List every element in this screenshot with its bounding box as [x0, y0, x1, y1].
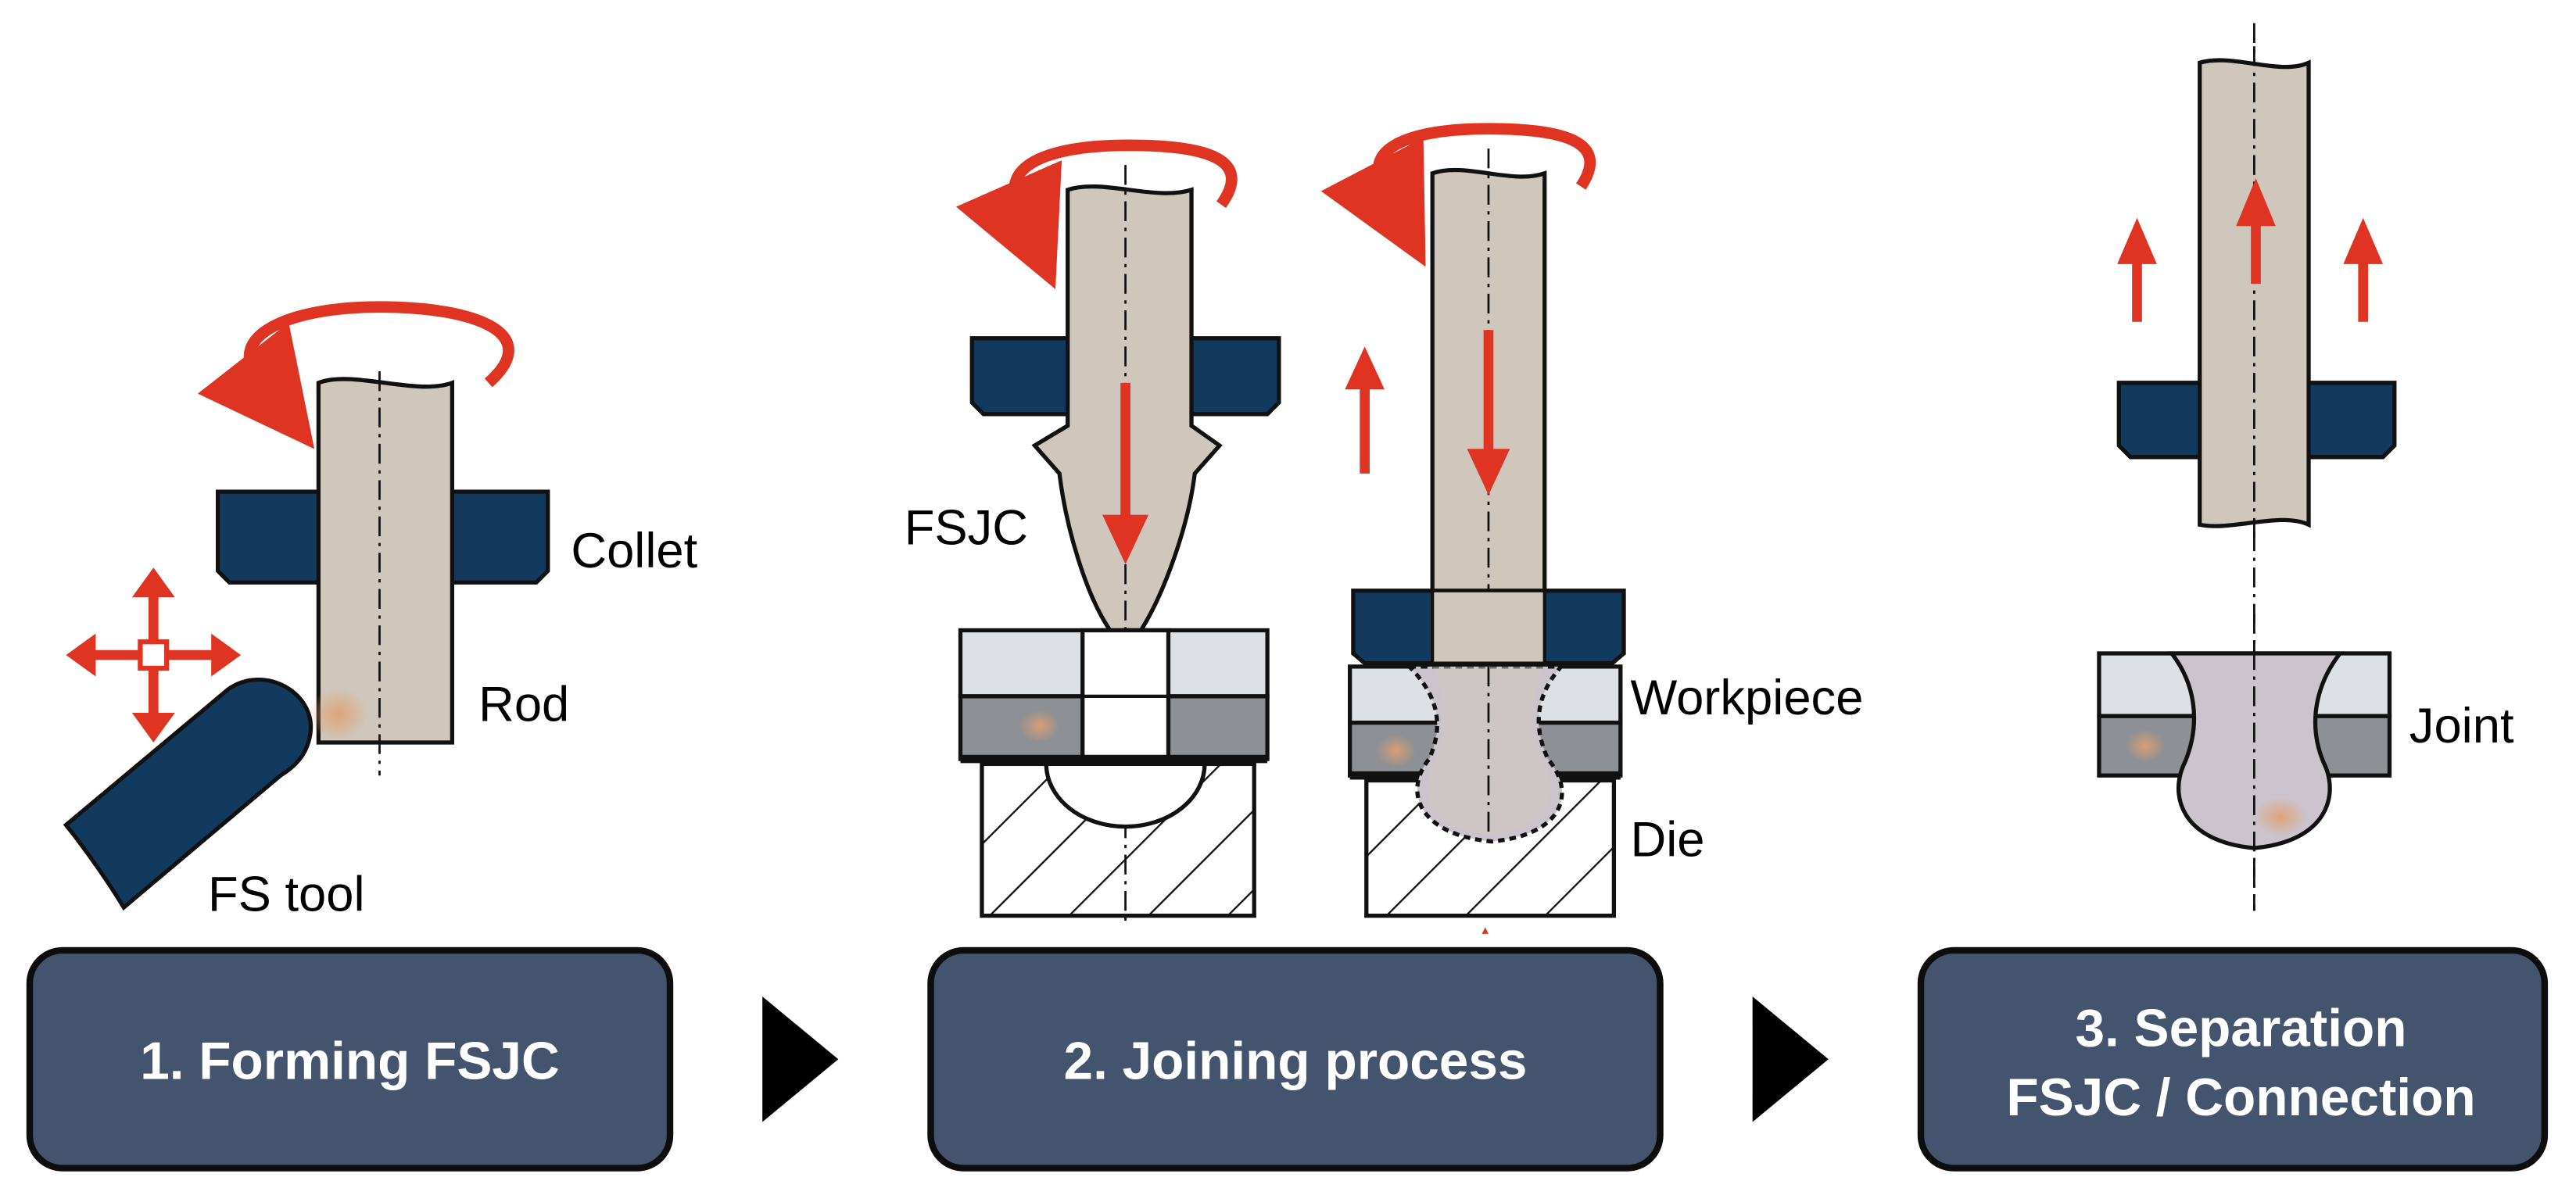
label-rod: Rod: [478, 678, 569, 732]
up-arrow-icon: [1345, 346, 1385, 474]
joint: [2097, 614, 2392, 911]
fs-tool: [63, 678, 313, 911]
label-die: Die: [1630, 813, 1704, 868]
label-fsjc: FSJC: [905, 501, 1028, 556]
step-box-1: 1. Forming FSJC: [26, 946, 674, 1172]
step-2-title: 2. Joining process: [1064, 1032, 1528, 1091]
rod: [308, 371, 455, 776]
move-arrows-icon: [66, 567, 242, 742]
panel-forming: Collet Rod FS tool: [63, 301, 698, 921]
die: [980, 761, 1256, 918]
rotation-arrow-icon: [197, 301, 514, 449]
workpiece: [958, 628, 1270, 764]
up-arrow-icon: [2117, 217, 2157, 322]
step-box-3: 3. Separation FSJC / Connection: [1917, 946, 2549, 1172]
label-workpiece: Workpiece: [1630, 671, 1863, 725]
panel-joining-start: FSJC: [905, 139, 1281, 925]
panel-separation: Joint: [2097, 23, 2514, 911]
down-arrow-icon: [1102, 382, 1149, 565]
step-3-title-line-2: FSJC / Connection: [2006, 1068, 2475, 1127]
step-box-2: 2. Joining process: [927, 946, 1664, 1172]
label-collet: Collet: [571, 524, 697, 578]
pointer-mark: [1481, 927, 1489, 934]
step-3-title-line-1: 3. Separation: [2075, 999, 2406, 1057]
label-joint: Joint: [2409, 699, 2514, 753]
next-arrow-icon: [1752, 997, 1829, 1122]
label-fs-tool: FS tool: [208, 867, 365, 921]
rotation-arrow-icon: [1320, 123, 1596, 267]
down-arrow-icon: [1467, 330, 1510, 496]
panel-joining-end: Workpiece Die: [1320, 123, 1863, 918]
next-arrow-icon: [762, 997, 839, 1122]
up-arrow-icon: [2236, 178, 2276, 284]
rotation-arrow-icon: [955, 139, 1238, 290]
step-1-title: 1. Forming FSJC: [140, 1032, 560, 1091]
up-arrow-icon: [2343, 217, 2384, 322]
